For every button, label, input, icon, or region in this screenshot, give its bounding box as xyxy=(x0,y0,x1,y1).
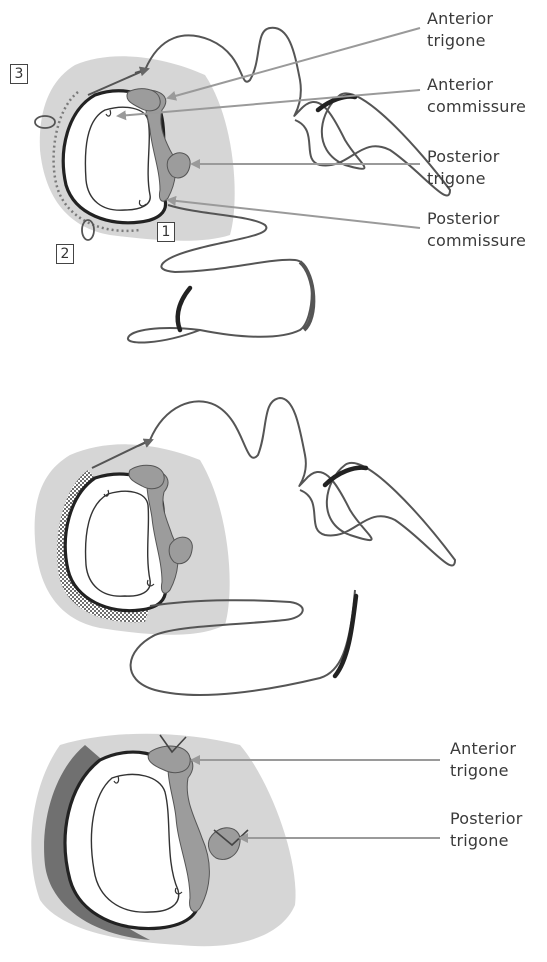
label-top-anterior-commissure: Anterior commissure xyxy=(427,74,526,118)
label-bottom-anterior-trigone: Anterior trigone xyxy=(450,738,516,782)
label-top-anterior-trigone-line1: Anterior xyxy=(427,8,493,30)
marker-box-3: 3 xyxy=(10,64,28,84)
label-bottom-anterior-trigone-line1: Anterior xyxy=(450,738,516,760)
label-top-posterior-trigone: Posterior trigone xyxy=(427,146,500,190)
label-top-posterior-commissure-line2: commissure xyxy=(427,230,526,252)
label-bottom-posterior-trigone: Posterior trigone xyxy=(450,808,523,852)
label-bottom-posterior-trigone-line2: trigone xyxy=(450,830,523,852)
middle-panel xyxy=(35,398,455,695)
label-bottom-anterior-trigone-line2: trigone xyxy=(450,760,516,782)
middle-dark-arc-upper xyxy=(325,468,366,485)
label-top-anterior-commissure-line2: commissure xyxy=(427,96,526,118)
top-panel xyxy=(35,28,450,343)
marker-box-1: 1 xyxy=(157,222,175,242)
label-top-anterior-commissure-line1: Anterior xyxy=(427,74,526,96)
label-top-posterior-commissure: Posterior commissure xyxy=(427,208,526,252)
label-top-posterior-trigone-line1: Posterior xyxy=(427,146,500,168)
label-top-posterior-trigone-line2: trigone xyxy=(427,168,500,190)
label-bottom-posterior-trigone-line1: Posterior xyxy=(450,808,523,830)
bottom-panel xyxy=(31,734,440,946)
marker-box-2: 2 xyxy=(56,244,74,264)
top-posterior-trigone-shape xyxy=(167,153,190,178)
top-dark-arc-lower xyxy=(178,288,190,330)
middle-suture-arrow xyxy=(138,440,152,446)
label-top-anterior-trigone: Anterior trigone xyxy=(427,8,493,52)
label-top-anterior-trigone-line2: trigone xyxy=(427,30,493,52)
label-top-posterior-commissure-line1: Posterior xyxy=(427,208,526,230)
